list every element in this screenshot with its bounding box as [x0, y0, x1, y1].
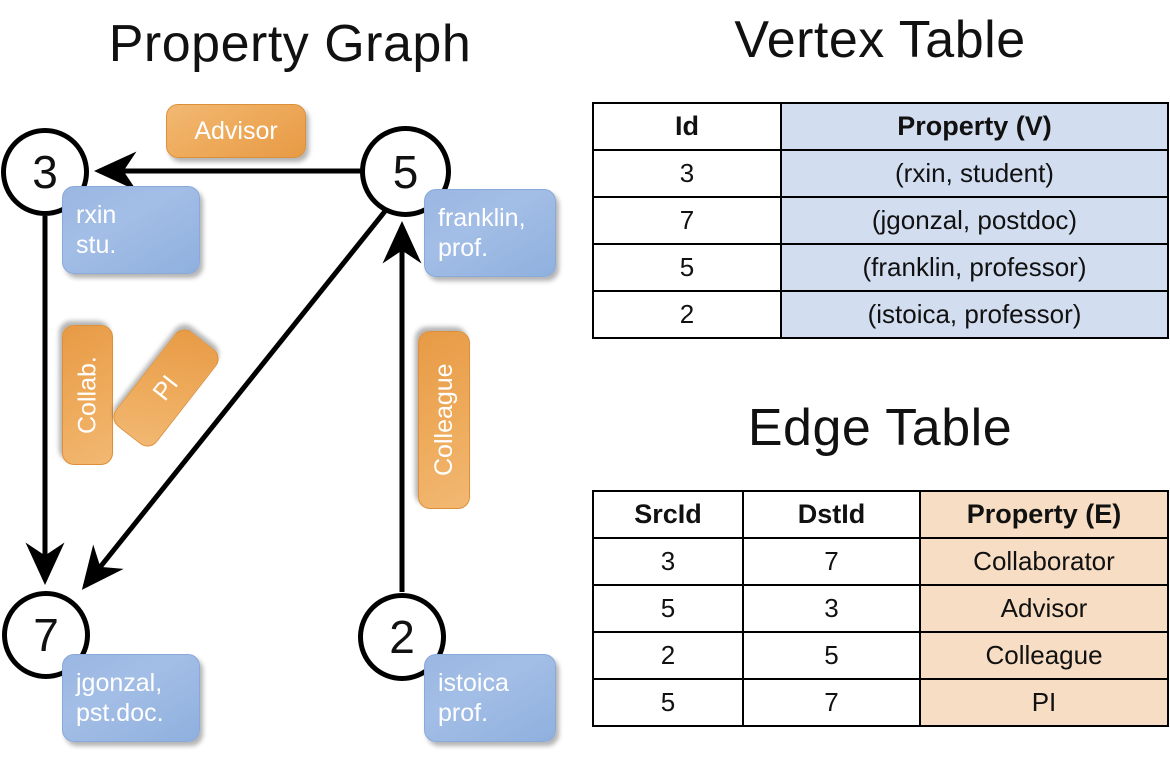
edge-row-2-property: Colleague	[919, 631, 1169, 680]
edge-label-advisor-text: Advisor	[194, 116, 278, 145]
vertex-row-0-property: (rxin, student)	[780, 149, 1169, 198]
table-row: 2 5 Colleague	[592, 631, 1169, 680]
edge-table-header-property: Property (E)	[919, 490, 1169, 539]
vertex-table-header-id: Id	[592, 102, 782, 151]
graph-node-3-id: 3	[32, 146, 58, 198]
graph-edges-svg	[25, 151, 422, 592]
edge-row-3-property: PI	[919, 678, 1169, 727]
graph-node-7-id: 7	[33, 609, 59, 661]
vertex-row-2-id: 5	[592, 243, 782, 292]
vertex-row-3-id: 2	[592, 290, 782, 339]
edge-table-header-srcid: SrcId	[592, 490, 744, 539]
page-title-property-graph: Property Graph	[108, 15, 472, 73]
edge-row-3-srcid: 5	[592, 678, 744, 727]
vertex-row-3-property: (istoica, professor)	[780, 290, 1169, 339]
graph-node-2[interactable]: 2	[358, 593, 446, 681]
page-title-vertex-table: Vertex Table	[734, 11, 1026, 69]
vertex-row-2-property: (franklin, professor)	[780, 243, 1169, 292]
node-property-rxin-line1: rxin	[76, 200, 117, 229]
edge-row-0-srcid: 3	[592, 537, 744, 586]
edge-row-1-property: Advisor	[919, 584, 1169, 633]
page-title-edge-table: Edge Table	[747, 399, 1013, 457]
node-property-istoica-line2: prof.	[438, 699, 489, 727]
vertex-row-0-id: 3	[592, 149, 782, 198]
edge-row-0-property: Collaborator	[919, 537, 1169, 586]
edge-label-colleague[interactable]: Colleague	[418, 331, 470, 509]
node-property-franklin-line2: prof.	[438, 234, 489, 262]
node-property-box-rxin[interactable]: rxin stu.	[62, 186, 200, 274]
graph-node-5-id: 5	[392, 145, 419, 198]
table-row: 3 (rxin, student)	[592, 149, 1169, 198]
edge-row-3-dstid: 7	[742, 678, 921, 727]
edge-label-colleague-text: Colleague	[429, 363, 458, 477]
edge-label-collab[interactable]: Collab.	[62, 325, 113, 465]
graph-node-5[interactable]: 5	[360, 126, 451, 217]
node-property-rxin-line2: stu.	[76, 231, 117, 259]
table-row: 5 (franklin, professor)	[592, 243, 1169, 292]
node-property-jgonzal-line1: jgonzal,	[76, 668, 163, 697]
node-property-box-istoica[interactable]: istoica prof.	[424, 654, 556, 742]
graph-node-2-id: 2	[389, 611, 415, 663]
edge-row-1-srcid: 5	[592, 584, 744, 633]
edge-5-to-7	[81, 208, 388, 590]
node-property-franklin-line1: franklin,	[438, 203, 526, 232]
edge-table-header-dstid: DstId	[742, 490, 921, 539]
edge-label-collab-text: Collab.	[73, 356, 102, 434]
edge-table: SrcId DstId Property (E) 3 7 Collaborato…	[592, 490, 1169, 727]
table-row: 2 (istoica, professor)	[592, 290, 1169, 339]
edge-table-header-row: SrcId DstId Property (E)	[592, 490, 1169, 539]
edge-row-1-dstid: 3	[742, 584, 921, 633]
node-property-box-jgonzal[interactable]: jgonzal, pst.doc.	[62, 654, 200, 742]
vertex-row-1-id: 7	[592, 196, 782, 245]
edge-row-2-srcid: 2	[592, 631, 744, 680]
table-row: 5 7 PI	[592, 678, 1169, 727]
vertex-table: Id Property (V) 3 (rxin, student) 7 (jgo…	[592, 102, 1169, 339]
table-row: 3 7 Collaborator	[592, 537, 1169, 586]
vertex-table-header-row: Id Property (V)	[592, 102, 1169, 151]
vertex-row-1-property: (jgonzal, postdoc)	[780, 196, 1169, 245]
edge-row-2-dstid: 5	[742, 631, 921, 680]
edge-row-0-dstid: 7	[742, 537, 921, 586]
node-property-jgonzal-line2: pst.doc.	[76, 699, 164, 727]
property-graph-diagram: 3 5 7 2 rxin stu. franklin, prof. jgonza…	[1, 104, 556, 742]
node-property-box-franklin[interactable]: franklin, prof.	[424, 189, 556, 277]
edge-label-advisor[interactable]: Advisor	[166, 104, 306, 158]
node-property-istoica-line1: istoica	[438, 668, 509, 697]
vertex-table-header-property: Property (V)	[780, 102, 1169, 151]
table-row: 5 3 Advisor	[592, 584, 1169, 633]
edge-label-pi-text: PI	[147, 369, 185, 406]
table-row: 7 (jgonzal, postdoc)	[592, 196, 1169, 245]
